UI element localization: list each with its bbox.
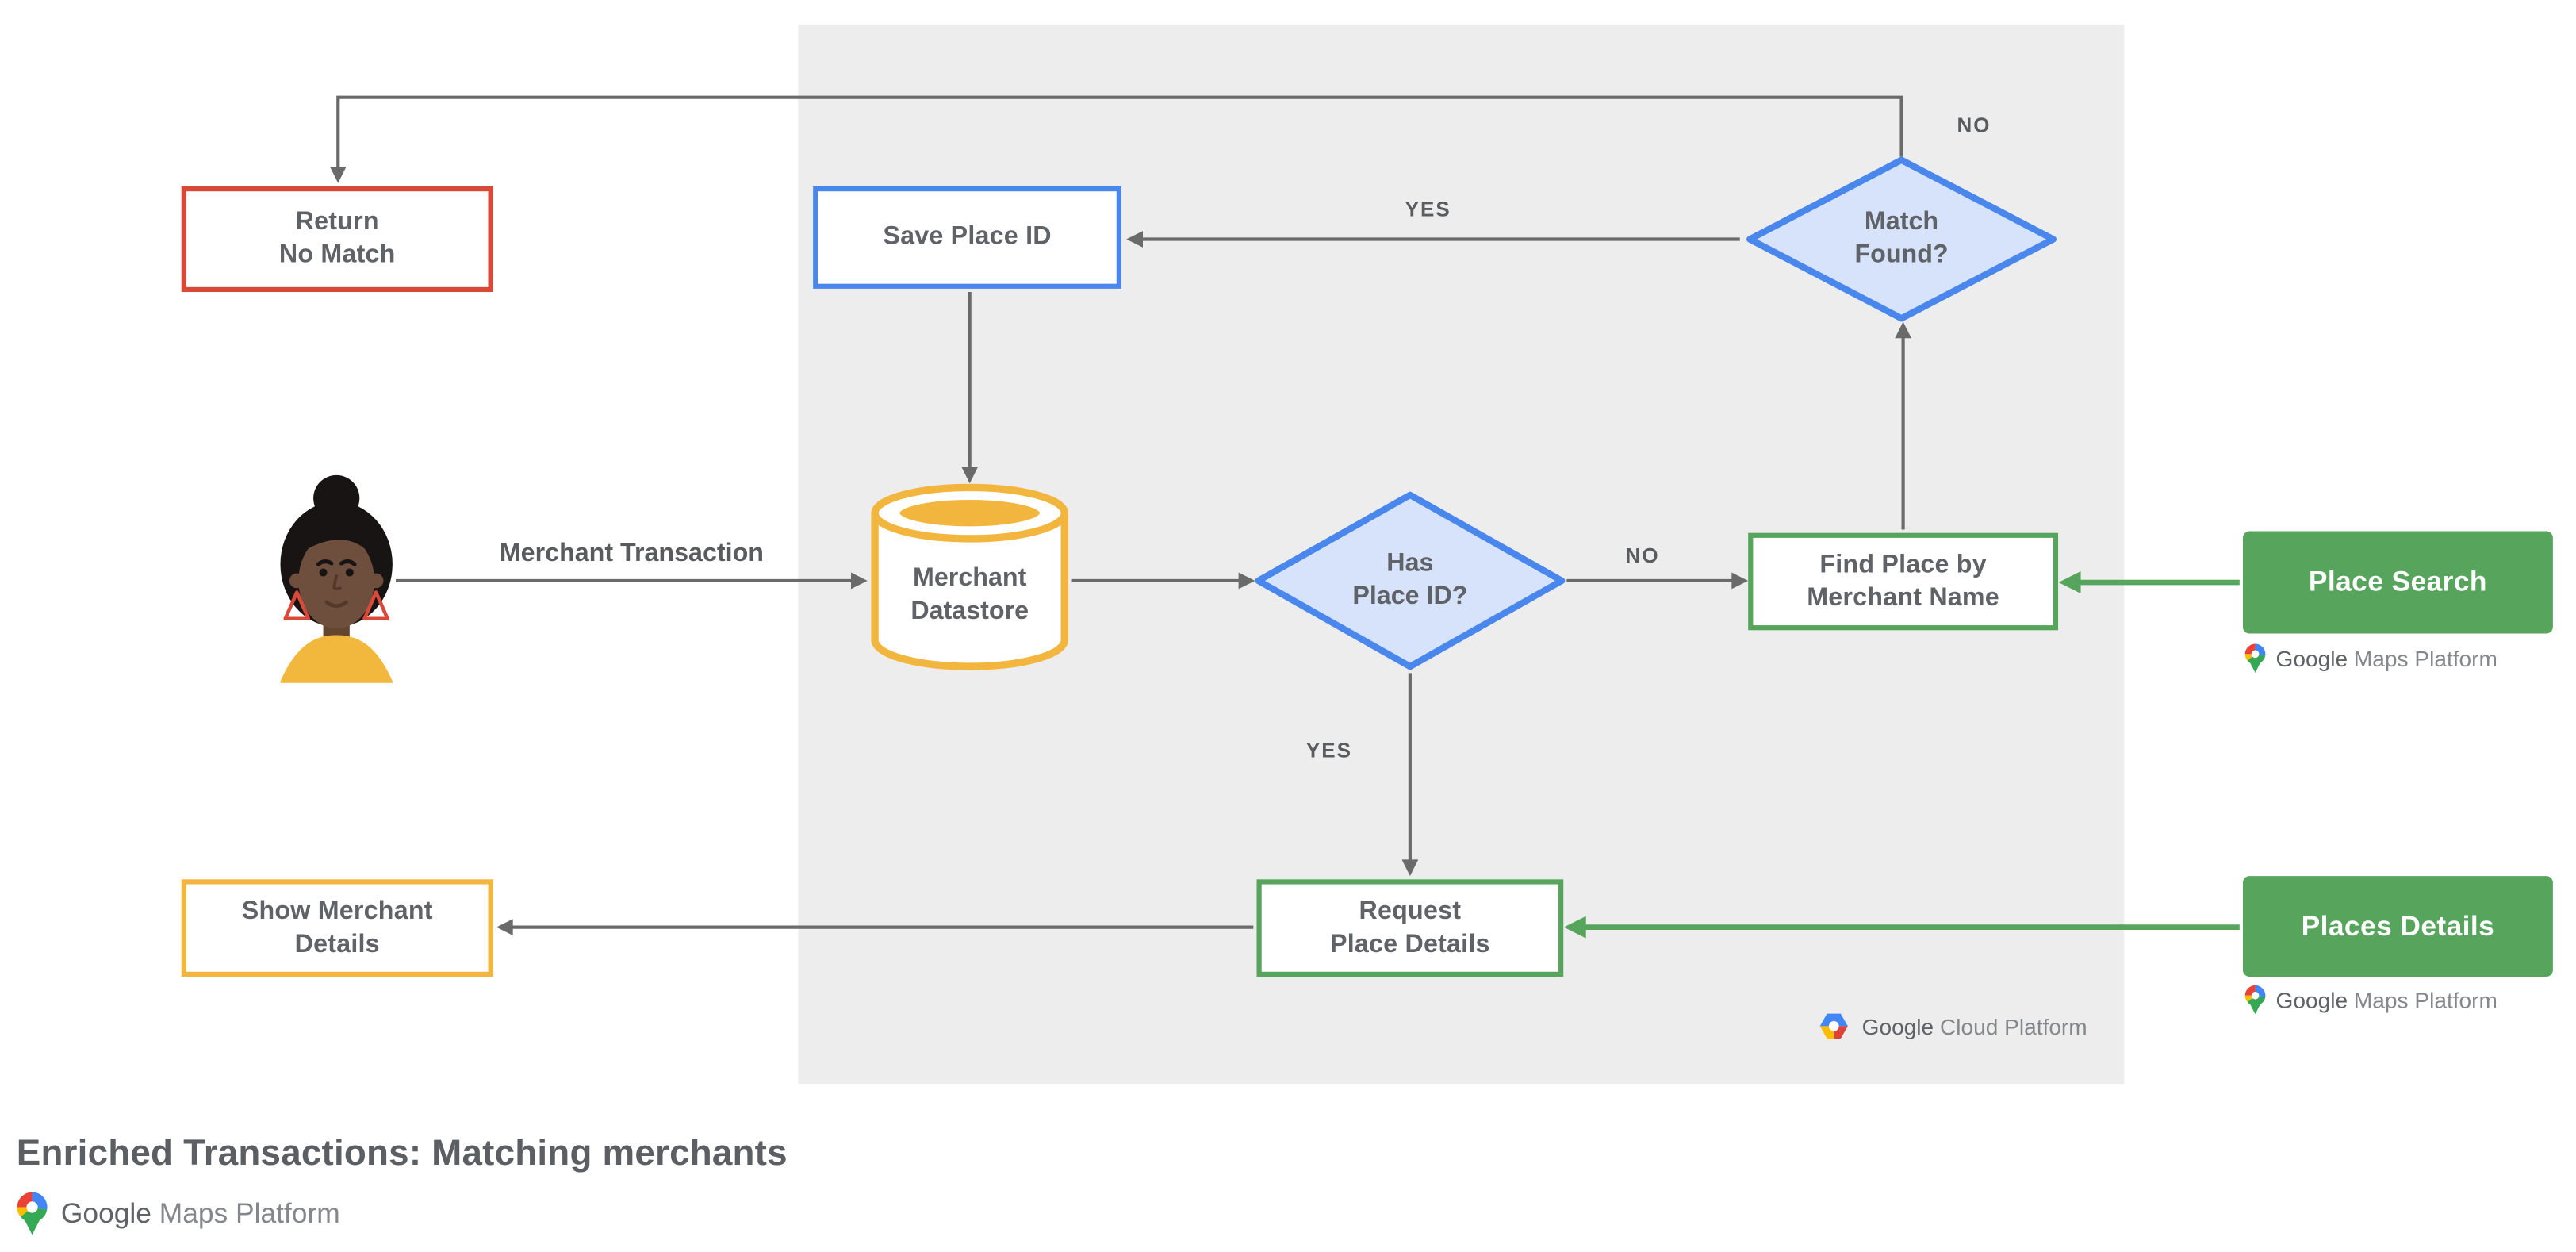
cloud-platform-lockup: Google Cloud Platform (1817, 1012, 2087, 1041)
cloud-platform-wordmark: Google Cloud Platform (1862, 1014, 2087, 1039)
node-label: Match (1864, 208, 1939, 236)
api-box-place-search: Place Search (2242, 531, 2553, 634)
edge-label-merchant-transaction: Merchant Transaction (499, 539, 764, 568)
node-label: Merchant (913, 564, 1027, 593)
maps-platform-lockup: Google Maps Platform (2244, 643, 2497, 673)
node-request-place-details: Request Place Details (1256, 879, 1564, 977)
product-wordmark: Maps Platform (159, 1196, 340, 1229)
decision-diamond (1746, 156, 2057, 322)
maps-platform-wordmark: Google Maps Platform (2276, 646, 2497, 670)
node-label: Has (1386, 549, 1434, 578)
edge-label-yes-save: YES (1405, 198, 1451, 221)
node-match-found: Match Found? (1743, 153, 2060, 325)
maps-platform-wordmark: Google Maps Platform (61, 1197, 340, 1231)
product-wordmark: Maps Platform (2353, 987, 2497, 1012)
node-label: Datastore (910, 597, 1029, 626)
google-wordmark: Google (2275, 987, 2348, 1012)
node-find-place-by-merchant-name: Find Place by Merchant Name (1748, 532, 2059, 631)
node-show-merchant-details: Show Merchant Details (181, 879, 493, 977)
node-label: Merchant Name (1807, 583, 1999, 612)
node-merchant-datastore-cylinder (871, 483, 1068, 670)
maps-pin-icon (17, 1192, 48, 1235)
product-wordmark: Cloud Platform (1940, 1013, 2087, 1039)
api-label: Place Search (2308, 566, 2487, 597)
node-return-no-match: Return No Match (181, 186, 493, 293)
decision-diamond (1255, 491, 1566, 670)
google-wordmark: Google (60, 1196, 151, 1229)
node-label: Place Details (1330, 929, 1490, 958)
edge-label-yes-request: YES (1305, 739, 1353, 762)
node-save-place-id: Save Place ID (813, 186, 1121, 289)
diagram-title: Enriched Transactions: Matching merchant… (16, 1131, 788, 1173)
maps-platform-wordmark: Google Maps Platform (2276, 988, 2497, 1012)
maps-pin-icon (2244, 985, 2266, 1015)
api-box-places-details: Places Details (2242, 876, 2553, 977)
product-wordmark: Maps Platform (2353, 646, 2497, 671)
node-label: Find Place by (1819, 550, 1987, 578)
maps-platform-lockup: Google Maps Platform (17, 1191, 340, 1235)
node-label: Request (1359, 897, 1462, 925)
google-wordmark: Google (2275, 646, 2348, 671)
node-label: Show Merchant (241, 897, 433, 925)
maps-pin-icon (2244, 643, 2266, 673)
gcp-hexagon-icon (1819, 1013, 1848, 1039)
node-label: Details (294, 929, 380, 958)
maps-platform-lockup: Google Maps Platform (2244, 985, 2497, 1015)
edge-label-no-top: NO (1957, 113, 1991, 137)
merchant-user-avatar (280, 474, 393, 683)
node-has-place-id: Has Place ID? (1252, 488, 1568, 673)
api-label: Places Details (2301, 909, 2495, 942)
google-wordmark: Google (1861, 1013, 1934, 1039)
node-label: Place ID? (1352, 582, 1468, 611)
edge-label-no-find: NO (1625, 544, 1660, 568)
node-label: Save Place ID (883, 222, 1052, 252)
node-label: No Match (278, 240, 396, 269)
node-merchant-datastore-label: Merchant Datastore (868, 544, 1072, 647)
node-label: Found? (1854, 240, 1949, 269)
node-label: Return (295, 208, 379, 236)
